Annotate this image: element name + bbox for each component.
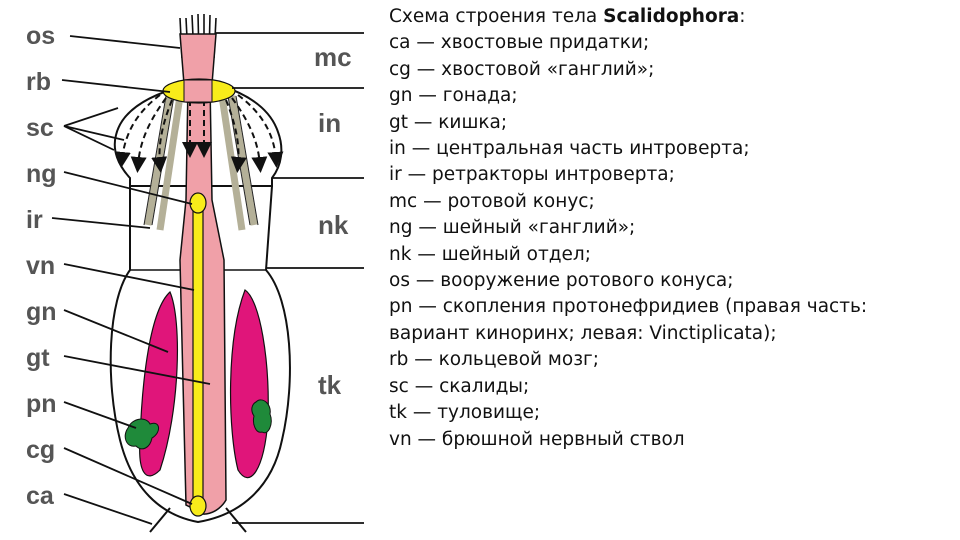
legend-item: rb — кольцевой мозг;	[389, 347, 954, 373]
label-tk: tk	[318, 370, 342, 400]
label-mc: mc	[314, 42, 352, 72]
legend: Схема строения тела Scalidophora: ca — х…	[389, 4, 954, 453]
legend-item: tk — туловище;	[389, 400, 954, 426]
legend-item: ng — шейный «ганглий»;	[389, 215, 954, 241]
label-rb: rb	[26, 68, 51, 96]
legend-taxon: Scalidophora	[603, 6, 739, 27]
legend-item: mc — ротовой конус;	[389, 189, 954, 215]
label-ir: ir	[26, 206, 43, 234]
protonephridia-right	[252, 400, 271, 433]
legend-title: Схема строения тела Scalidophora:	[389, 4, 954, 30]
label-cg: cg	[26, 436, 55, 464]
legend-item: os — вооружение ротового конуса;	[389, 268, 954, 294]
legend-item: ca — хвостовые придатки;	[389, 30, 954, 56]
label-sc: sc	[26, 114, 54, 142]
legend-item: vn — брюшной нервный ствол	[389, 427, 954, 453]
label-gn: gn	[26, 298, 57, 326]
gonad-right	[231, 290, 269, 478]
legend-item: вариант киноринх; левая: Vinctiplicata);	[389, 321, 954, 347]
legend-item: sc — скалиды;	[389, 374, 954, 400]
legend-item: gt — кишка;	[389, 110, 954, 136]
legend-item: gn — гонада;	[389, 83, 954, 109]
legend-item: cg — хвостовой «ганглий»;	[389, 57, 954, 83]
caudal-ganglion	[190, 496, 206, 516]
label-in: in	[318, 108, 341, 138]
label-ca: ca	[26, 482, 55, 510]
neck-ganglion	[190, 193, 206, 213]
legend-item: ir — ретракторы интроверта;	[389, 162, 954, 188]
ventral-nerve-cord	[193, 200, 203, 505]
label-nk: nk	[318, 210, 349, 240]
legend-item: in — центральная часть интроверта;	[389, 136, 954, 162]
label-vn: vn	[26, 252, 55, 280]
label-pn: pn	[26, 390, 57, 418]
label-os: os	[26, 22, 55, 50]
label-ng: ng	[26, 160, 57, 188]
legend-item: nk — шейный отдел;	[389, 242, 954, 268]
legend-item: pn — скопления протонефридиев (правая ча…	[389, 294, 954, 320]
label-gt: gt	[26, 344, 50, 372]
mouth-cone	[180, 34, 216, 84]
scalidophora-diagram: os rb sc ng ir vn gn gt pn cg ca mc in n…	[0, 0, 380, 540]
